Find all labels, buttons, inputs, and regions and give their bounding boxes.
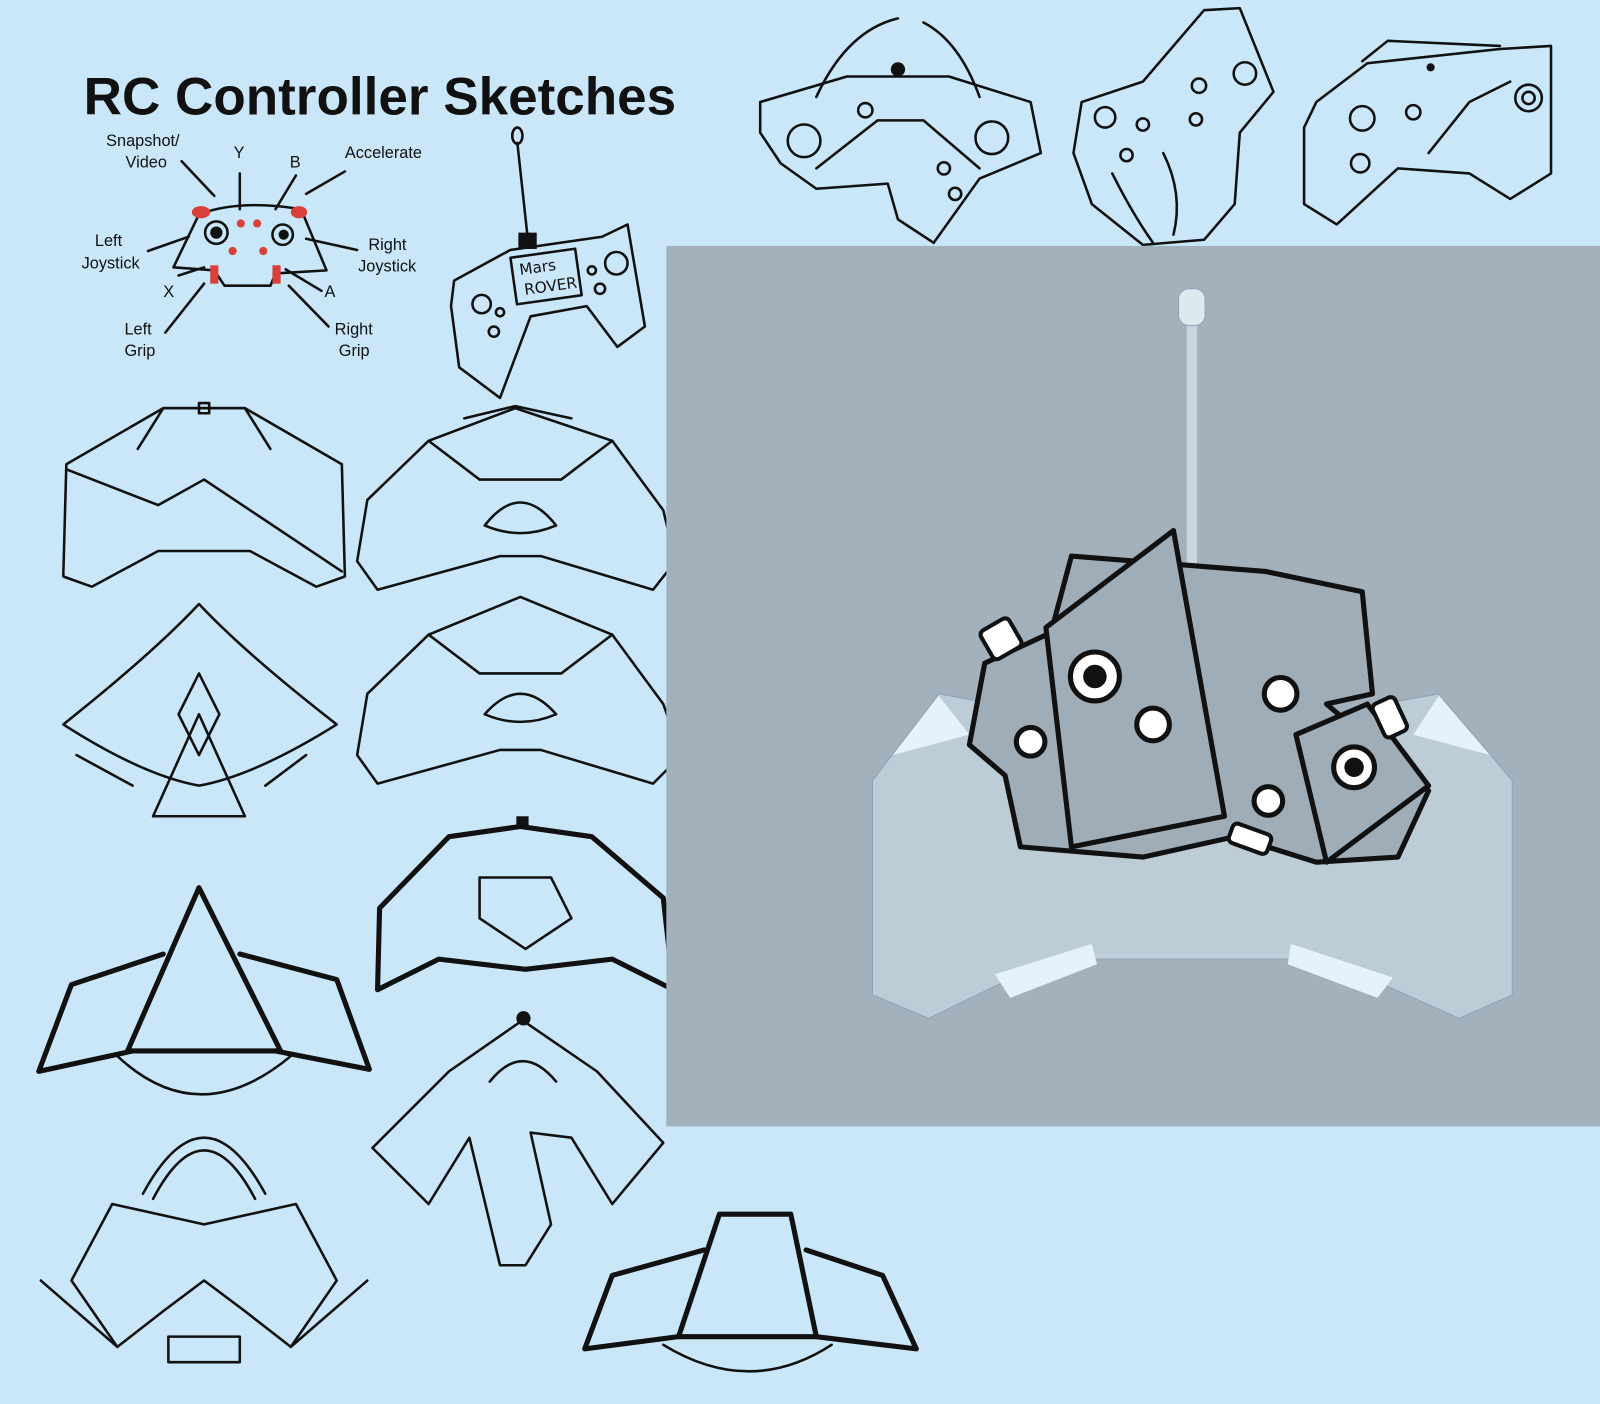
label-y: Y: [234, 144, 245, 162]
top-sketch-1: [758, 17, 1043, 245]
labeled-controller-diagram: Snapshot/ Video Y B Accelerate Left Joys…: [82, 132, 422, 360]
label-video: Video: [126, 153, 167, 171]
label-snapshot: Snapshot/: [106, 132, 180, 150]
label-right-grip-2: Grip: [339, 342, 370, 360]
sketch-row-4-left: [39, 1136, 369, 1364]
sketch-row-2-right: [355, 595, 683, 785]
label-a: A: [324, 283, 335, 301]
label-accelerate: Accelerate: [345, 144, 422, 162]
label-right-joystick: Right: [368, 236, 407, 254]
sketch-bottom: [582, 1211, 919, 1373]
label-b: B: [290, 153, 301, 171]
label-left-grip-2: Grip: [124, 342, 155, 360]
sketch-row-4-right: [371, 1011, 665, 1267]
label-x: X: [163, 283, 174, 301]
label-left-grip: Left: [124, 321, 152, 339]
sketch-row-2-left: [61, 602, 339, 818]
label-right-grip: Right: [335, 321, 374, 339]
rover-tag-text: Mars: [518, 256, 557, 279]
top-sketch-2: [1072, 6, 1275, 247]
label-left-joystick: Left: [95, 232, 123, 250]
sketch-row-3-right: [375, 816, 677, 993]
sketch-row-1-left: [61, 401, 347, 588]
sketch-row-1-right: [355, 404, 677, 592]
label-right-joystick-2: Joystick: [358, 257, 417, 275]
label-left-joystick-2: Joystick: [82, 254, 141, 272]
mars-rover-controller-sketch: Mars ROVER: [449, 126, 647, 400]
sketch-row-3-left: [36, 885, 372, 1096]
page-title: RC Controller Sketches: [84, 67, 677, 126]
3d-render-panel: [666, 245, 1600, 1127]
top-sketch-3: [1302, 39, 1553, 226]
